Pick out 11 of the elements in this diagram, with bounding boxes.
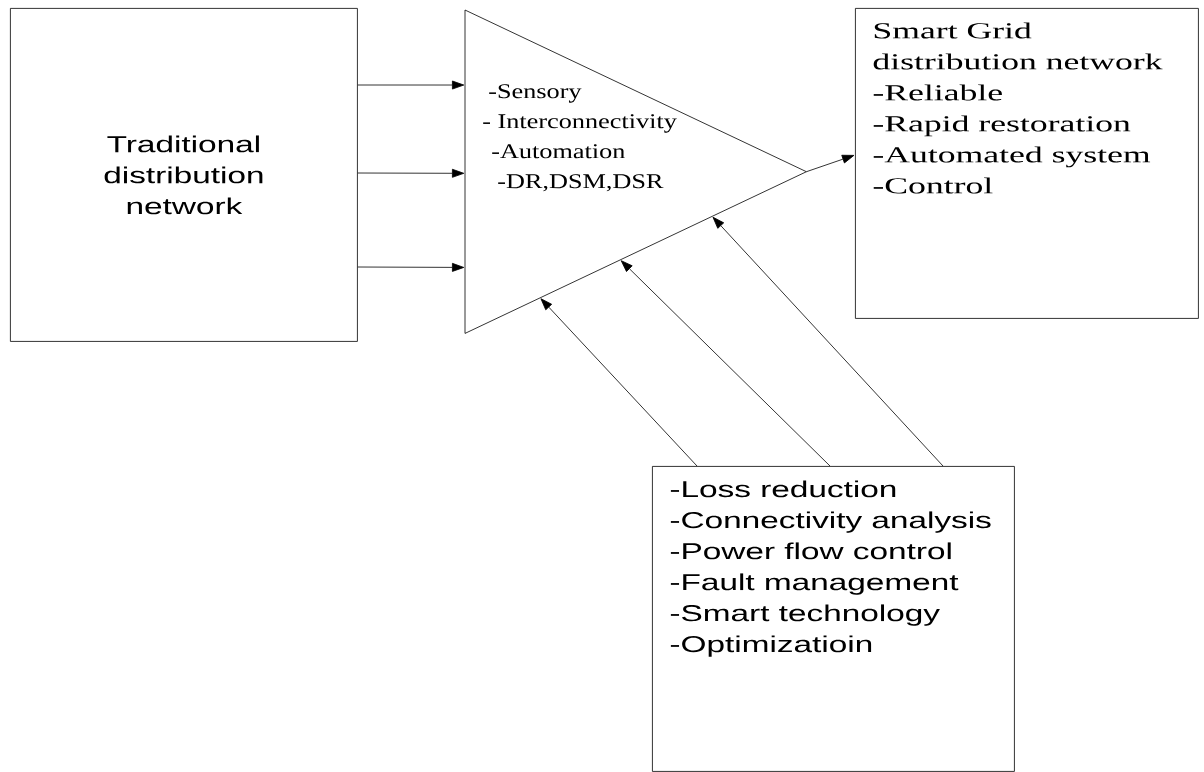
arrow xyxy=(357,168,465,178)
triangle-block: -Sensory - Interconnectivity -Automation -DR,DSM,DSR xyxy=(464,9,807,334)
arrow xyxy=(620,260,831,467)
text-box: Smart Grid distribution network -Reliable -Rapid restoration -Automated system -Control xyxy=(855,8,1199,319)
arrow xyxy=(357,262,465,272)
text-box: Traditional distribution network xyxy=(10,8,358,342)
arrow xyxy=(712,216,944,467)
text-box: -Loss reduction -Connectivity analysis -Power flow control -Fault management -Smart technology -Optimizatioin xyxy=(652,466,1015,772)
arrow xyxy=(540,298,698,467)
arrow xyxy=(806,154,855,173)
arrow xyxy=(357,80,465,90)
